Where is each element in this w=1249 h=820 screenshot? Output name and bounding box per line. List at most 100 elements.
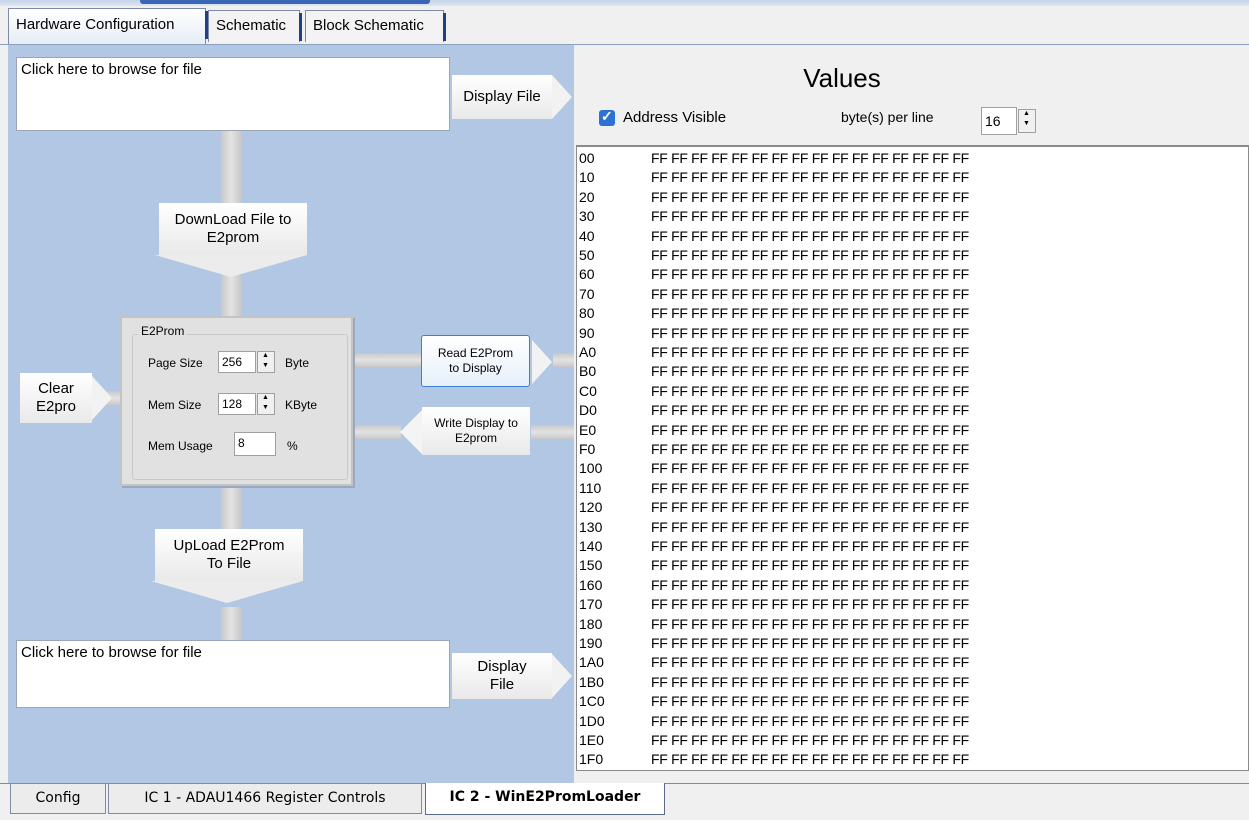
hex-address: D0 <box>579 402 597 419</box>
hex-data: FF FF FF FF FF FF FF FF FF FF FF FF FF F… <box>651 188 969 205</box>
hex-address: 80 <box>579 305 595 322</box>
hex-data: FF FF FF FF FF FF FF FF FF FF FF FF FF F… <box>651 479 969 496</box>
hex-address: 180 <box>579 615 603 632</box>
tab-hardware-configuration[interactable]: Hardware Configuration <box>8 8 208 44</box>
page-size-label: Page Size <box>148 356 203 370</box>
hex-address: 1C0 <box>579 693 605 710</box>
hex-address: C0 <box>579 382 597 399</box>
write-display-button[interactable]: Write Display to E2prom <box>422 407 530 455</box>
hex-address: 90 <box>579 324 595 341</box>
e2prom-settings-box: E2Prom Page Size 256 Byte Mem Size 128 K… <box>120 316 353 486</box>
hex-data: FF FF FF FF FF FF FF FF FF FF FF FF FF F… <box>651 247 969 263</box>
read-e2prom-button[interactable]: Read E2Prom to Display <box>421 335 530 387</box>
tab-label: Schematic <box>216 17 287 34</box>
hex-data: FF FF FF FF FF FF FF FF FF FF FF FF FF F… <box>651 441 969 457</box>
display-file-top-button[interactable]: Display File <box>452 75 552 119</box>
browse-placeholder: Click here to browse for file <box>21 644 202 661</box>
mem-size-spinner[interactable] <box>257 393 275 415</box>
hex-address: 140 <box>579 538 603 554</box>
mem-usage-unit: % <box>287 439 298 453</box>
hex-address: E0 <box>579 421 597 438</box>
mem-usage-label: Mem Usage <box>148 439 213 453</box>
tab-label: Hardware Configuration <box>16 16 175 33</box>
browse-file-input-bottom[interactable]: Click here to browse for file <box>16 640 450 708</box>
hex-data: FF FF FF FF FF FF FF FF FF FF FF FF FF F… <box>651 518 969 535</box>
hex-address: 150 <box>579 557 603 574</box>
bytes-per-line-input[interactable]: 16 <box>981 107 1017 135</box>
hex-data: FF FF FF FF FF FF FF FF FF FF FF FF FF F… <box>651 557 969 574</box>
hex-values-area[interactable]: 00 FF FF FF FF FF FF FF FF FF FF FF FF FF… <box>576 145 1249 771</box>
button-label: Display File <box>463 88 541 105</box>
hex-address: 1D0 <box>579 712 605 729</box>
clear-e2prom-button[interactable]: Clear E2pro <box>20 373 92 423</box>
page-size-spinner[interactable] <box>257 351 275 373</box>
page-size-input[interactable]: 256 <box>218 351 256 373</box>
tab-ic2-wine2promloader[interactable]: IC 2 - WinE2PromLoader <box>425 783 665 815</box>
hex-address: 20 <box>579 188 595 205</box>
tab-block-schematic[interactable]: Block Schematic <box>305 10 446 42</box>
hex-address: 110 <box>579 479 602 496</box>
mem-size-unit: KByte <box>285 398 318 412</box>
hex-address: 1B0 <box>579 673 604 690</box>
hex-data: FF FF FF FF FF FF FF FF FF FF FF FF FF F… <box>651 344 969 360</box>
tab-label: Config <box>35 790 81 806</box>
hex-address: A0 <box>579 344 597 360</box>
hex-address: 120 <box>579 499 603 516</box>
browse-file-input-top[interactable]: Click here to browse for file <box>16 57 450 131</box>
tab-label: Block Schematic <box>313 17 424 34</box>
hex-address: 60 <box>579 266 595 283</box>
upload-e2prom-button[interactable]: UpLoad E2Prom To File <box>155 529 303 581</box>
address-visible-label: Address Visible <box>623 109 727 126</box>
mem-usage-value: 8 <box>234 432 276 456</box>
hex-address: 30 <box>579 208 595 225</box>
pipe <box>351 353 423 367</box>
hex-data: FF FF FF FF FF FF FF FF FF FF FF FF FF F… <box>651 673 969 690</box>
page-size-unit: Byte <box>285 356 310 370</box>
hex-address: 1F0 <box>579 751 604 768</box>
tab-config[interactable]: Config <box>10 784 106 814</box>
mem-size-label: Mem Size <box>148 398 202 412</box>
download-file-button[interactable]: DownLoad File to E2prom <box>159 203 307 255</box>
hex-address: 170 <box>579 596 603 613</box>
bytes-per-line-spinner[interactable] <box>1018 109 1036 133</box>
hex-data: FF FF FF FF FF FF FF FF FF FF FF FF FF F… <box>651 732 969 748</box>
mem-size-input[interactable]: 128 <box>218 393 256 415</box>
values-panel: Values Address Visible byte(s) per line … <box>574 45 1249 783</box>
button-label: Read E2Prom to Display <box>437 346 514 375</box>
hex-address: 100 <box>579 460 603 477</box>
hex-data: FF FF FF FF FF FF FF FF FF FF FF FF FF F… <box>651 596 969 613</box>
title-bar-decoration <box>0 0 1249 6</box>
pipe <box>531 425 574 439</box>
hex-data: FF FF FF FF FF FF FF FF FF FF FF FF FF F… <box>651 499 969 516</box>
e2prom-group <box>132 334 348 480</box>
hex-data: FF FF FF FF FF FF FF FF FF FF FF FF FF F… <box>651 305 969 322</box>
hex-address: F0 <box>579 441 596 457</box>
bytes-per-line-label: byte(s) per line <box>841 109 934 125</box>
hex-data: FF FF FF FF FF FF FF FF FF FF FF FF FF F… <box>651 538 969 554</box>
hex-address: 70 <box>579 285 595 302</box>
hex-data: FF FF FF FF FF FF FF FF FF FF FF FF FF F… <box>651 382 969 399</box>
hex-address: 00 <box>579 150 595 166</box>
tab-ic1-register-controls[interactable]: IC 1 - ADAU1466 Register Controls <box>108 784 422 814</box>
display-file-bottom-button[interactable]: Display File <box>452 653 552 699</box>
button-label: Write Display to E2prom <box>434 416 518 445</box>
hex-address: 40 <box>579 227 595 244</box>
hex-address: 50 <box>579 247 595 263</box>
hex-data: FF FF FF FF FF FF FF FF FF FF FF FF FF F… <box>651 460 969 477</box>
hex-data: FF FF FF FF FF FF FF FF FF FF FF FF FF F… <box>651 421 969 438</box>
hex-data: FF FF FF FF FF FF FF FF FF FF FF FF FF F… <box>651 615 969 632</box>
arrow-right-icon <box>532 340 552 384</box>
hex-address: B0 <box>579 363 597 380</box>
hex-data: FF FF FF FF FF FF FF FF FF FF FF FF FF F… <box>651 654 969 671</box>
pipe <box>221 607 241 641</box>
hex-data: FF FF FF FF FF FF FF FF FF FF FF FF FF F… <box>651 402 969 419</box>
tab-label: IC 1 - ADAU1466 Register Controls <box>144 790 386 806</box>
hex-address: 1E0 <box>579 732 604 748</box>
hex-data: FF FF FF FF FF FF FF FF FF FF FF FF FF F… <box>651 635 969 651</box>
tab-schematic[interactable]: Schematic <box>208 10 302 42</box>
address-visible-checkbox[interactable] <box>599 108 615 126</box>
values-title: Values <box>803 63 881 93</box>
hex-data: FF FF FF FF FF FF FF FF FF FF FF FF FF F… <box>651 363 969 380</box>
pipe <box>553 353 574 367</box>
hex-data: FF FF FF FF FF FF FF FF FF FF FF FF FF F… <box>651 227 969 244</box>
